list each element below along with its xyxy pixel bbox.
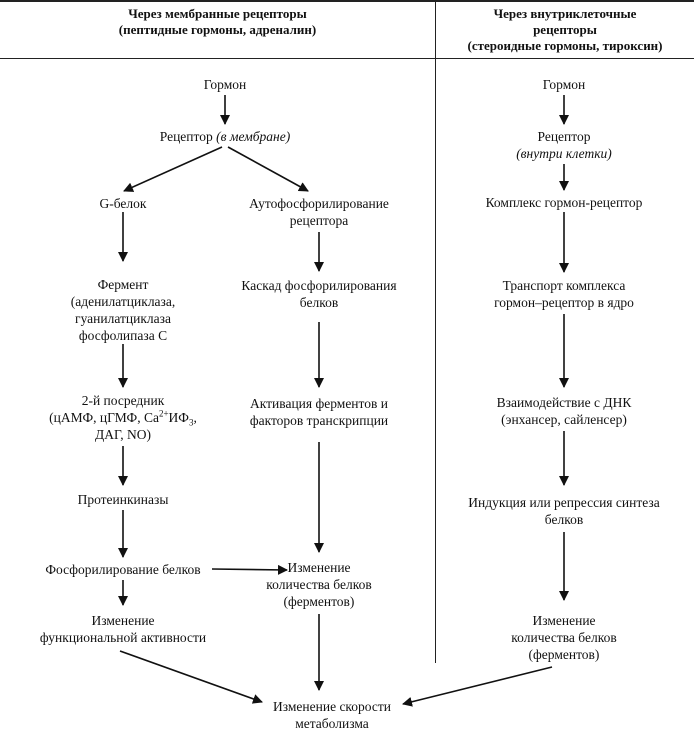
messenger-line-2: (цАМФ, цГМФ, Са2+ИФ3, [28, 408, 218, 428]
enzyme-line-2: (аденилатциклаза, [70, 294, 176, 309]
induction-node: Индукция или репрессия синтеза белков [444, 494, 684, 528]
messenger-text-b: ИФ [168, 410, 189, 425]
messenger-text-a: (цАМФ, цГМФ, Са [49, 410, 159, 425]
arrow-phosphorylation-to-protein-amount [211, 564, 288, 575]
transport-line-2: гормон–рецептор в ядро [494, 295, 634, 310]
second-messenger-node: 2-й посредник (цАМФ, цГМФ, Са2+ИФ3, ДАГ,… [28, 392, 218, 443]
right-header-line-3: (стероидные гормоны, тироксин) [467, 38, 663, 53]
transport-line-1: Транспорт комплекса [502, 278, 626, 293]
enzyme-line-1: Фермент [97, 277, 149, 292]
right-protein-amount-node: Изменение количества белков (ферментов) [494, 612, 634, 663]
left-protein-amount-line-1: Изменение [287, 560, 351, 575]
activation-line-1: Активация ферментов и [250, 396, 388, 411]
functional-line-1: Изменение [91, 613, 155, 628]
metabolism-line-2: метаболизма [295, 716, 369, 731]
dna-line-1: Взаимодействие с ДНК [496, 395, 632, 410]
messenger-line-3: ДАГ, NO) [95, 427, 151, 442]
metabolism-line-1: Изменение скорости [272, 699, 392, 714]
right-protein-amount-line-1: Изменение [532, 613, 596, 628]
autophos-line-1: Аутофосфорилирование [249, 196, 389, 211]
left-protein-amount-line-2: количества белков [266, 577, 372, 592]
left-receptor-label: Рецептор [159, 129, 213, 144]
header-divider [0, 58, 694, 59]
g-protein-node: G-белок [99, 196, 147, 211]
functional-activity-node: Изменение функциональной активности [23, 612, 223, 646]
enzyme-node: Фермент (аденилатциклаза, гуанилатциклаз… [38, 276, 208, 344]
messenger-text-c: , [193, 410, 197, 425]
cascade-node: Каскад фосфорилирования белков [229, 277, 409, 311]
phosphorylation-node: Фосфорилирование белков [45, 562, 201, 577]
enzyme-line-4: фосфолипаза С [78, 328, 168, 343]
column-divider [435, 0, 436, 663]
transport-node: Транспорт комплекса гормон–рецептор в яд… [464, 277, 664, 311]
dna-interaction-node: Взаимодействие с ДНК (энхансер, сайленсе… [474, 394, 654, 428]
arrow-receptor-to-g-protein [123, 146, 223, 192]
left-header-line-1: Через мембранные рецепторы [128, 6, 307, 21]
left-receptor-note: (в мембране) [216, 129, 291, 144]
right-receptor-node: Рецептор (внутри клетки) [474, 128, 654, 162]
right-protein-amount-line-3: (ферментов) [528, 647, 600, 662]
induction-line-2: белков [544, 512, 584, 527]
autophosphorylation-node: Аутофосфорилирование рецептора [229, 195, 409, 229]
autophos-line-2: рецептора [289, 213, 349, 228]
left-receptor-node: Рецептор (в мембране) [125, 128, 325, 145]
left-protein-amount-node: Изменение количества белков (ферментов) [249, 559, 389, 610]
right-receptor-label: Рецептор [537, 129, 591, 144]
cascade-line-1: Каскад фосфорилирования [241, 278, 397, 293]
arrow-receptor-to-autophos [227, 146, 309, 192]
complex-node: Комплекс гормон-рецептор [485, 195, 643, 210]
left-hormone-node: Гормон [203, 77, 247, 92]
arrow-functional-to-metabolism [119, 650, 263, 704]
right-header-line-2: рецепторы [533, 22, 597, 37]
right-hormone-node: Гормон [542, 77, 586, 92]
protein-kinases-node: Протеинкиназы [77, 492, 169, 507]
right-receptor-note: (внутри клетки) [516, 146, 612, 161]
right-column-header: Через внутриклеточные рецепторы (стероид… [436, 6, 694, 54]
right-header-line-1: Через внутриклеточные [493, 6, 637, 21]
messenger-sub: 3 [188, 417, 194, 428]
activation-node: Активация ферментов и факторов транскрип… [229, 395, 409, 429]
activation-line-2: факторов транскрипции [249, 413, 389, 428]
arrow-right-protein-amount-to-metabolism [402, 666, 553, 707]
functional-line-2: функциональной активности [39, 630, 207, 645]
right-protein-amount-line-2: количества белков [511, 630, 617, 645]
dna-line-2: (энхансер, сайленсер) [501, 412, 627, 427]
messenger-sup: 2+ [158, 408, 169, 419]
left-header-line-2: (пептидные гормоны, адреналин) [118, 22, 317, 37]
top-border [0, 0, 694, 2]
messenger-title: 2-й посредник [81, 393, 165, 408]
left-column-header: Через мембранные рецепторы (пептидные го… [0, 6, 435, 38]
cascade-line-2: белков [299, 295, 339, 310]
induction-line-1: Индукция или репрессия синтеза [468, 495, 660, 510]
metabolism-rate-node: Изменение скорости метаболизма [257, 698, 407, 732]
left-protein-amount-line-3: (ферментов) [283, 594, 355, 609]
enzyme-line-3: гуанилатциклаза [75, 311, 171, 326]
